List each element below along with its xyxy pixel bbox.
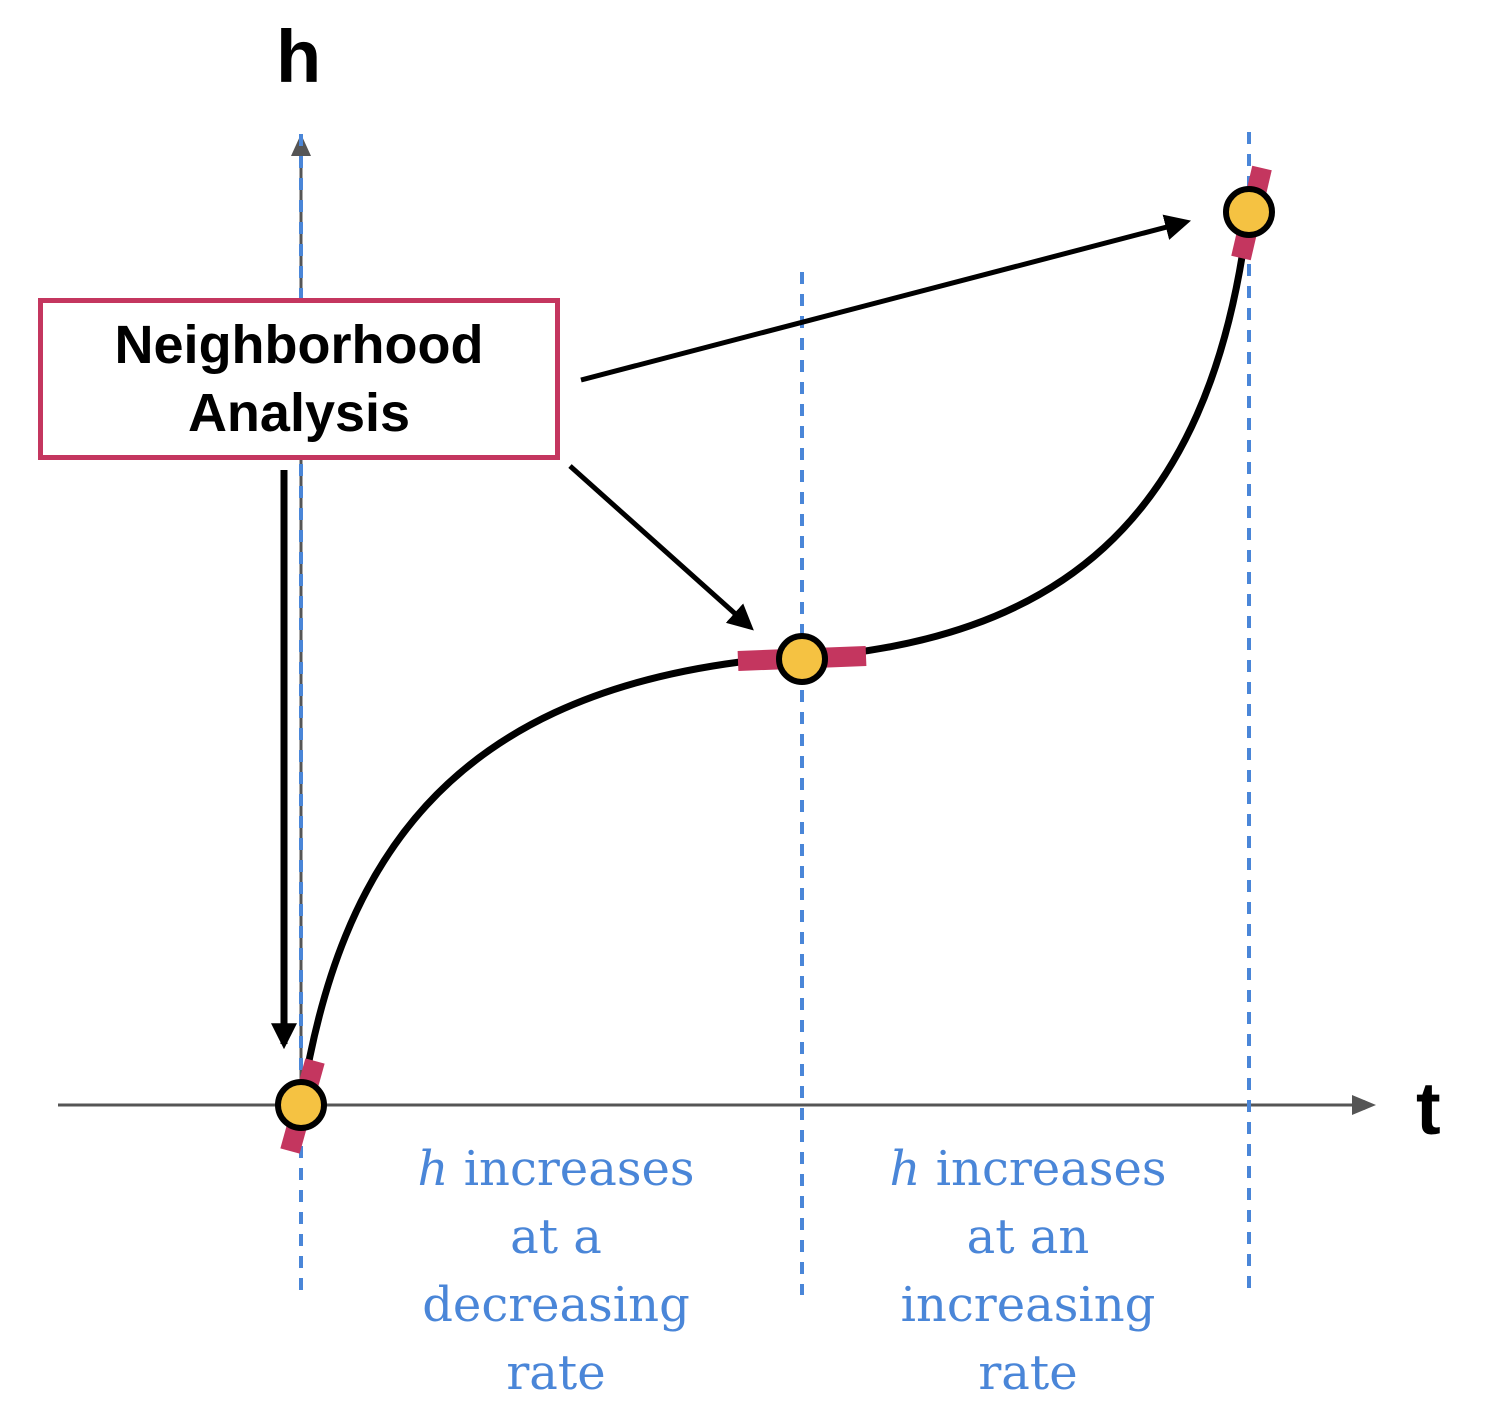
t-axis-label: t	[1416, 1067, 1441, 1150]
h-axis-label: h	[276, 15, 322, 98]
neighborhood-analysis-label: Neighborhood Analysis	[115, 311, 484, 447]
annotation-left-line-4: rate	[506, 1345, 606, 1401]
decreasing-rate-annotation: h increases at a decreasing rate	[376, 1135, 736, 1407]
annotation-right-line-1: h increases	[848, 1135, 1208, 1203]
arrow-to-end-point	[580, 214, 1192, 383]
t-axis-arrowhead	[1352, 1095, 1376, 1115]
point-start	[275, 1079, 327, 1131]
annotation-left-rest: increases	[448, 1141, 695, 1197]
annotation-right-line-4: rate	[978, 1345, 1078, 1401]
annotation-left-variable: h	[417, 1141, 449, 1197]
arrow-to-inflection-point	[568, 464, 754, 631]
neighborhood-analysis-box: Neighborhood Analysis	[38, 298, 560, 460]
point-inflection	[776, 633, 828, 685]
annotation-left-line-2: at a	[510, 1209, 602, 1265]
annotation-right-variable: h	[889, 1141, 921, 1197]
annotation-right-line-3: increasing	[900, 1277, 1156, 1333]
point-end	[1223, 186, 1275, 238]
annotation-right-line-2: at an	[966, 1209, 1090, 1265]
annotation-left-line-3: decreasing	[422, 1277, 690, 1333]
increasing-rate-annotation: h increases at an increasing rate	[848, 1135, 1208, 1407]
annotation-right-rest: increases	[920, 1141, 1167, 1197]
box-line-1: Neighborhood	[114, 315, 484, 375]
annotation-left-line-1: h increases	[376, 1135, 736, 1203]
box-line-2: Analysis	[187, 383, 411, 443]
